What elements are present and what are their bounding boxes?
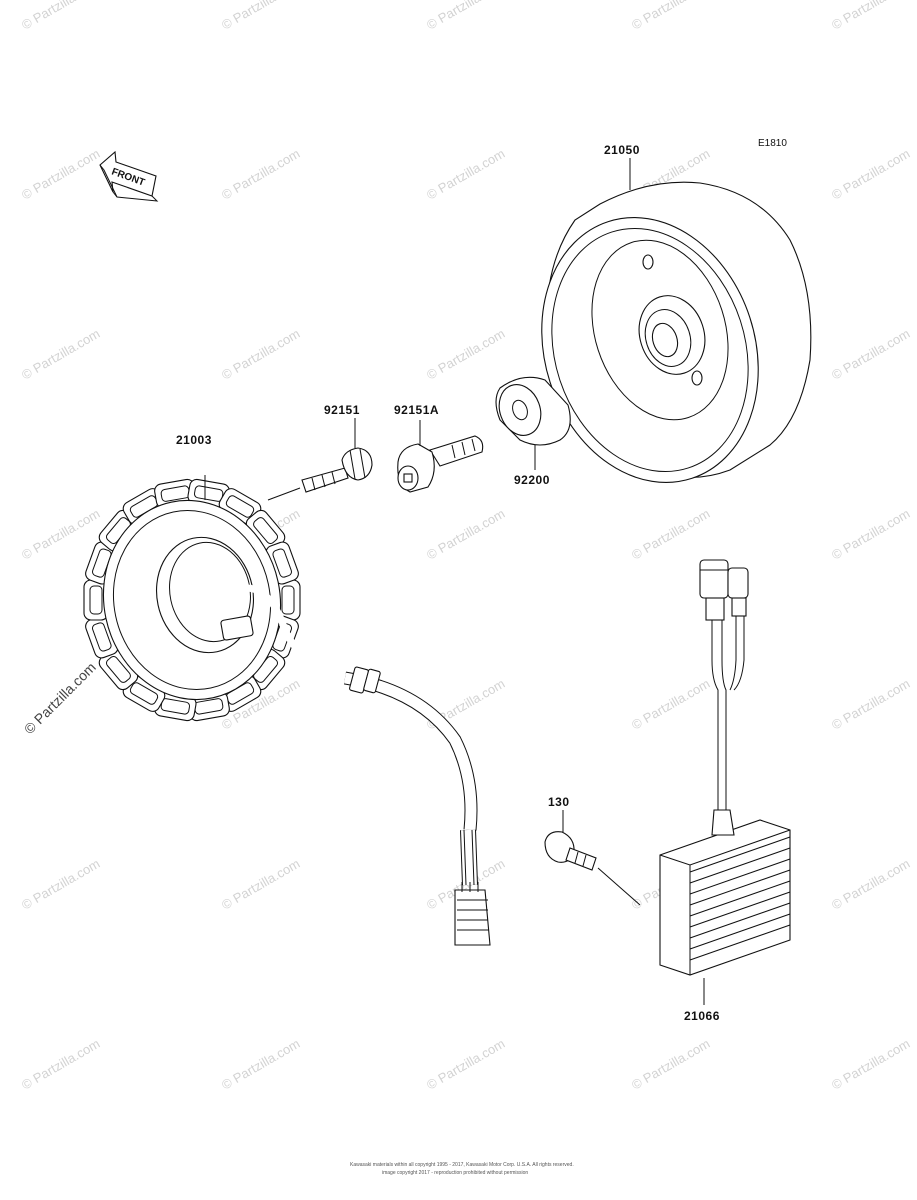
front-arrow-icon: FRONT xyxy=(99,150,159,202)
watermark-text: © Partzilla.com xyxy=(219,326,302,383)
watermark-text: © Partzilla.com xyxy=(424,146,507,203)
watermark-text: © Partzilla.com xyxy=(19,506,102,563)
watermark-text: © Partzilla.com xyxy=(629,676,712,733)
part-21050-rotor[interactable]: 21050 xyxy=(508,143,812,511)
watermark-text: © Partzilla.com xyxy=(19,326,102,383)
stator-tooth-winding xyxy=(281,585,295,615)
watermark-text: © Partzilla.com xyxy=(219,1036,302,1093)
watermark-text: © Partzilla.com xyxy=(219,856,302,913)
watermark-text: © Partzilla.com xyxy=(219,146,302,203)
watermark-text: © Partzilla.com xyxy=(629,1036,712,1093)
watermark-text: © Partzilla.com xyxy=(19,856,102,913)
stator-tooth-winding xyxy=(105,655,131,683)
watermark-text: © Partzilla.com xyxy=(829,0,912,33)
part-92151-bolt[interactable]: 92151 xyxy=(267,403,373,501)
stator-tooth-winding xyxy=(89,585,103,615)
stator-tooth-winding xyxy=(225,495,255,518)
stator-lead-wire xyxy=(343,666,491,946)
watermark-text: © Partzilla.com xyxy=(829,146,912,203)
watermark-text: © Partzilla.com xyxy=(219,0,302,33)
regulator-fin xyxy=(689,902,791,939)
label-21050: 21050 xyxy=(604,143,640,157)
regulator-fin xyxy=(689,858,791,895)
regulator-fin xyxy=(689,891,791,928)
copyright-line-1: Kawasaki materials within all copyright … xyxy=(350,1162,574,1168)
label-21066: 21066 xyxy=(684,1009,720,1023)
stator-tooth-winding xyxy=(253,517,279,545)
watermark-text: © Partzilla.com xyxy=(424,326,507,383)
part-21066-regulator[interactable]: 21066 xyxy=(659,559,791,1023)
label-92151: 92151 xyxy=(324,403,360,417)
regulator-fin xyxy=(689,880,791,917)
regulator-fin xyxy=(689,869,791,906)
part-21003-stator[interactable]: 21003 xyxy=(83,433,352,722)
regulator-fin xyxy=(689,847,791,884)
regulator-fin xyxy=(689,913,791,950)
watermark-text: © Partzilla.com xyxy=(829,856,912,913)
stator-tooth-winding xyxy=(129,682,159,705)
watermark-text: © Partzilla.com xyxy=(424,1036,507,1093)
watermark-vertical: © Partzilla.com xyxy=(21,659,99,737)
watermark-text: © Partzilla.com xyxy=(629,0,712,33)
watermark-text: © Partzilla.com xyxy=(829,506,912,563)
part-92151A-bolt[interactable]: 92151A xyxy=(394,403,484,493)
regulator-fin xyxy=(689,836,791,873)
label-92200: 92200 xyxy=(514,473,550,487)
watermark-text: © Partzilla.com xyxy=(19,1036,102,1093)
label-21003: 21003 xyxy=(176,433,212,447)
watermark-text: © Partzilla.com xyxy=(19,0,102,33)
watermark-text: © Partzilla.com xyxy=(829,1036,912,1093)
part-130-bolt[interactable]: 130 xyxy=(544,795,641,906)
label-92151A: 92151A xyxy=(394,403,439,417)
stator-tooth-winding xyxy=(91,622,112,652)
watermark-text: © Partzilla.com xyxy=(829,676,912,733)
diagram-code: E1810 xyxy=(758,138,787,149)
watermark-text: © Partzilla.com xyxy=(829,326,912,383)
watermark-text: © Partzilla.com xyxy=(19,146,102,203)
stator-tooth-winding xyxy=(272,548,293,578)
watermark-text: © Partzilla.com xyxy=(629,506,712,563)
regulator-fin xyxy=(689,924,791,961)
copyright-line-2: image copyright 2017 - reproduction proh… xyxy=(382,1170,528,1176)
watermark-text: © Partzilla.com xyxy=(424,0,507,33)
label-130: 130 xyxy=(548,795,570,809)
part-92200-spacer[interactable]: 92200 xyxy=(492,376,571,487)
watermark-text: © Partzilla.com xyxy=(424,506,507,563)
